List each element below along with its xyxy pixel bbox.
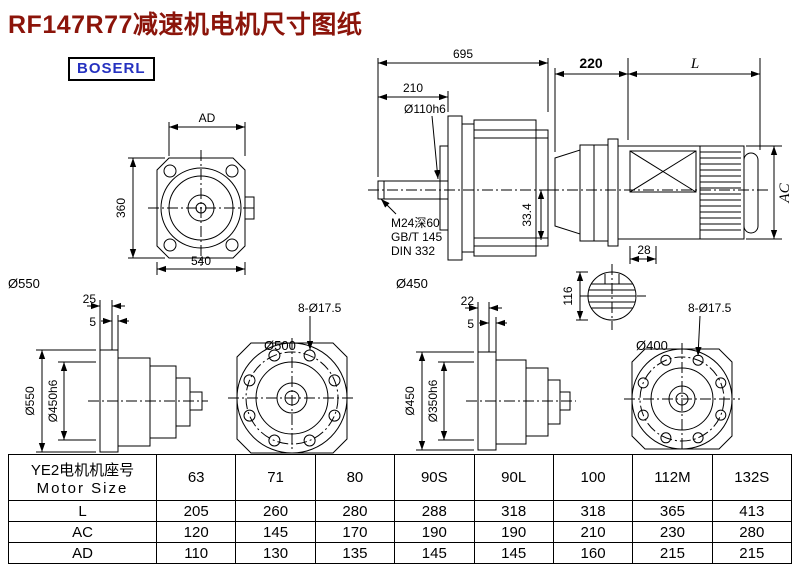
dim-695: 695: [453, 47, 473, 61]
table-header-row: YE2电机机座号 Motor Size 63 71 80 90S 90L 100…: [8, 454, 793, 501]
dim-360: 360: [114, 198, 128, 218]
dim-25: 25: [83, 292, 97, 306]
dim-210: 210: [403, 81, 423, 95]
size-col-80: 80: [314, 454, 396, 501]
cell: 190: [394, 521, 475, 543]
header-cn: YE2电机机座号: [30, 461, 135, 479]
row-label-ac: AC: [8, 521, 157, 543]
cell: 215: [632, 542, 713, 564]
motor-view: 220 L AC 28 116: [548, 55, 793, 330]
cell: 120: [155, 521, 237, 543]
cell: 210: [552, 521, 634, 543]
label-holes-b: 8-Ø17.5: [298, 301, 342, 315]
motor-size-header-cell: YE2电机机座号 Motor Size: [8, 454, 157, 501]
motor-size-table: YE2电机机座号 Motor Size 63 71 80 90S 90L 100…: [8, 454, 793, 564]
flange-face-view-d: 8-Ø17.5 Ø400: [624, 301, 740, 452]
cell: 170: [314, 521, 396, 543]
dim-dia-450h6: Ø450h6: [46, 379, 60, 422]
table-row-ad: AD 110 130 135 145 145 160 215 215: [8, 542, 793, 564]
cell: 260: [235, 500, 316, 522]
cell: 215: [711, 542, 793, 564]
dim-28: 28: [637, 243, 651, 257]
label-holes-d: 8-Ø17.5: [688, 301, 732, 315]
label-dia-500: Ø500: [264, 338, 296, 353]
flange-side-view-a: 25 5 Ø550 Ø450h6: [23, 292, 208, 453]
size-col-100: 100: [552, 454, 634, 501]
row-label-ad: AD: [8, 542, 157, 564]
cell: 280: [711, 521, 793, 543]
technical-drawing: AD 360 540 Ø550 695 210 Ø110h6 M24深60: [8, 47, 793, 454]
cell: 145: [473, 542, 554, 564]
table-row-ac: AC 120 145 170 190 190 210 230 280: [8, 521, 793, 543]
cell: 365: [632, 500, 713, 522]
dim-L: L: [690, 56, 699, 72]
size-col-71: 71: [235, 454, 316, 501]
dim-ad: AD: [199, 111, 216, 125]
size-col-132s: 132S: [711, 454, 793, 501]
label-dia-450: Ø450: [396, 276, 428, 291]
cell: 190: [473, 521, 554, 543]
cell: 135: [314, 542, 396, 564]
dim-dia-350h6: Ø350h6: [426, 379, 440, 422]
cell: 413: [711, 500, 793, 522]
flange-face-view-b: 8-Ø17.5 Ø500: [228, 301, 356, 454]
label-tap: M24深60: [391, 216, 440, 230]
boserl-logo: BOSERL: [68, 57, 155, 81]
header-en: Motor Size: [36, 479, 129, 497]
flange-side-view-c: 22 5 Ø450 Ø350h6: [403, 294, 576, 451]
dim-22: 22: [461, 294, 475, 308]
dim-33-4: 33.4: [520, 203, 534, 227]
cell: 205: [155, 500, 237, 522]
cell: 145: [235, 521, 316, 543]
cell: 160: [552, 542, 634, 564]
cell: 110: [155, 542, 237, 564]
label-dia-550: Ø550: [8, 276, 40, 291]
side-view: 695 210 Ø110h6 M24深60 GB/T 145 DIN 332 3…: [368, 47, 556, 291]
cell: 280: [314, 500, 396, 522]
size-col-90s: 90S: [394, 454, 475, 501]
label-shaft-dia: Ø110h6: [404, 102, 446, 116]
cell: 318: [552, 500, 634, 522]
cell: 145: [394, 542, 475, 564]
row-label-l: L: [8, 500, 157, 522]
label-dia-400: Ø400: [636, 338, 668, 353]
dim-dia-450c: Ø450: [403, 386, 417, 416]
dim-5c: 5: [467, 317, 474, 331]
label-din: DIN 332: [391, 244, 435, 258]
cell: 230: [632, 521, 713, 543]
page-title: RF147R77减速机电机尺寸图纸: [8, 11, 363, 39]
front-view: AD 360 540 Ø550: [8, 111, 256, 291]
dim-540: 540: [191, 254, 211, 268]
size-col-63: 63: [155, 454, 237, 501]
cell: 130: [235, 542, 316, 564]
cell: 288: [394, 500, 475, 522]
size-col-112m: 112M: [632, 454, 713, 501]
cell: 318: [473, 500, 554, 522]
dim-5a: 5: [89, 315, 96, 329]
label-gbt: GB/T 145: [391, 230, 442, 244]
size-col-90l: 90L: [473, 454, 554, 501]
dim-220: 220: [579, 55, 603, 71]
dim-ac: AC: [777, 182, 793, 203]
dim-dia-550: Ø550: [23, 386, 37, 416]
dim-116: 116: [561, 286, 575, 305]
table-row-l: L 205 260 280 288 318 318 365 413: [8, 500, 793, 522]
